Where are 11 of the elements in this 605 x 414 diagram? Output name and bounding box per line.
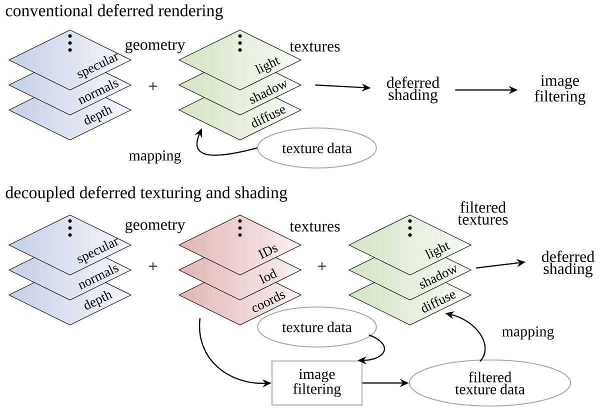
- step-label: deferred shading: [542, 250, 594, 278]
- plus-sign: +: [149, 262, 157, 270]
- section-heading: conventional deferred rendering: [6, 4, 223, 20]
- process-box: image filtering: [272, 360, 362, 406]
- plus-sign: +: [149, 82, 157, 90]
- edge-label: mapping: [128, 149, 182, 165]
- step-label: deferred shading: [386, 76, 440, 104]
- section-heading: decoupled deferred texturing and shading: [6, 186, 288, 202]
- edge-label: mapping: [500, 325, 556, 341]
- step-label: image filtering: [534, 75, 586, 105]
- plus-sign: +: [318, 262, 326, 270]
